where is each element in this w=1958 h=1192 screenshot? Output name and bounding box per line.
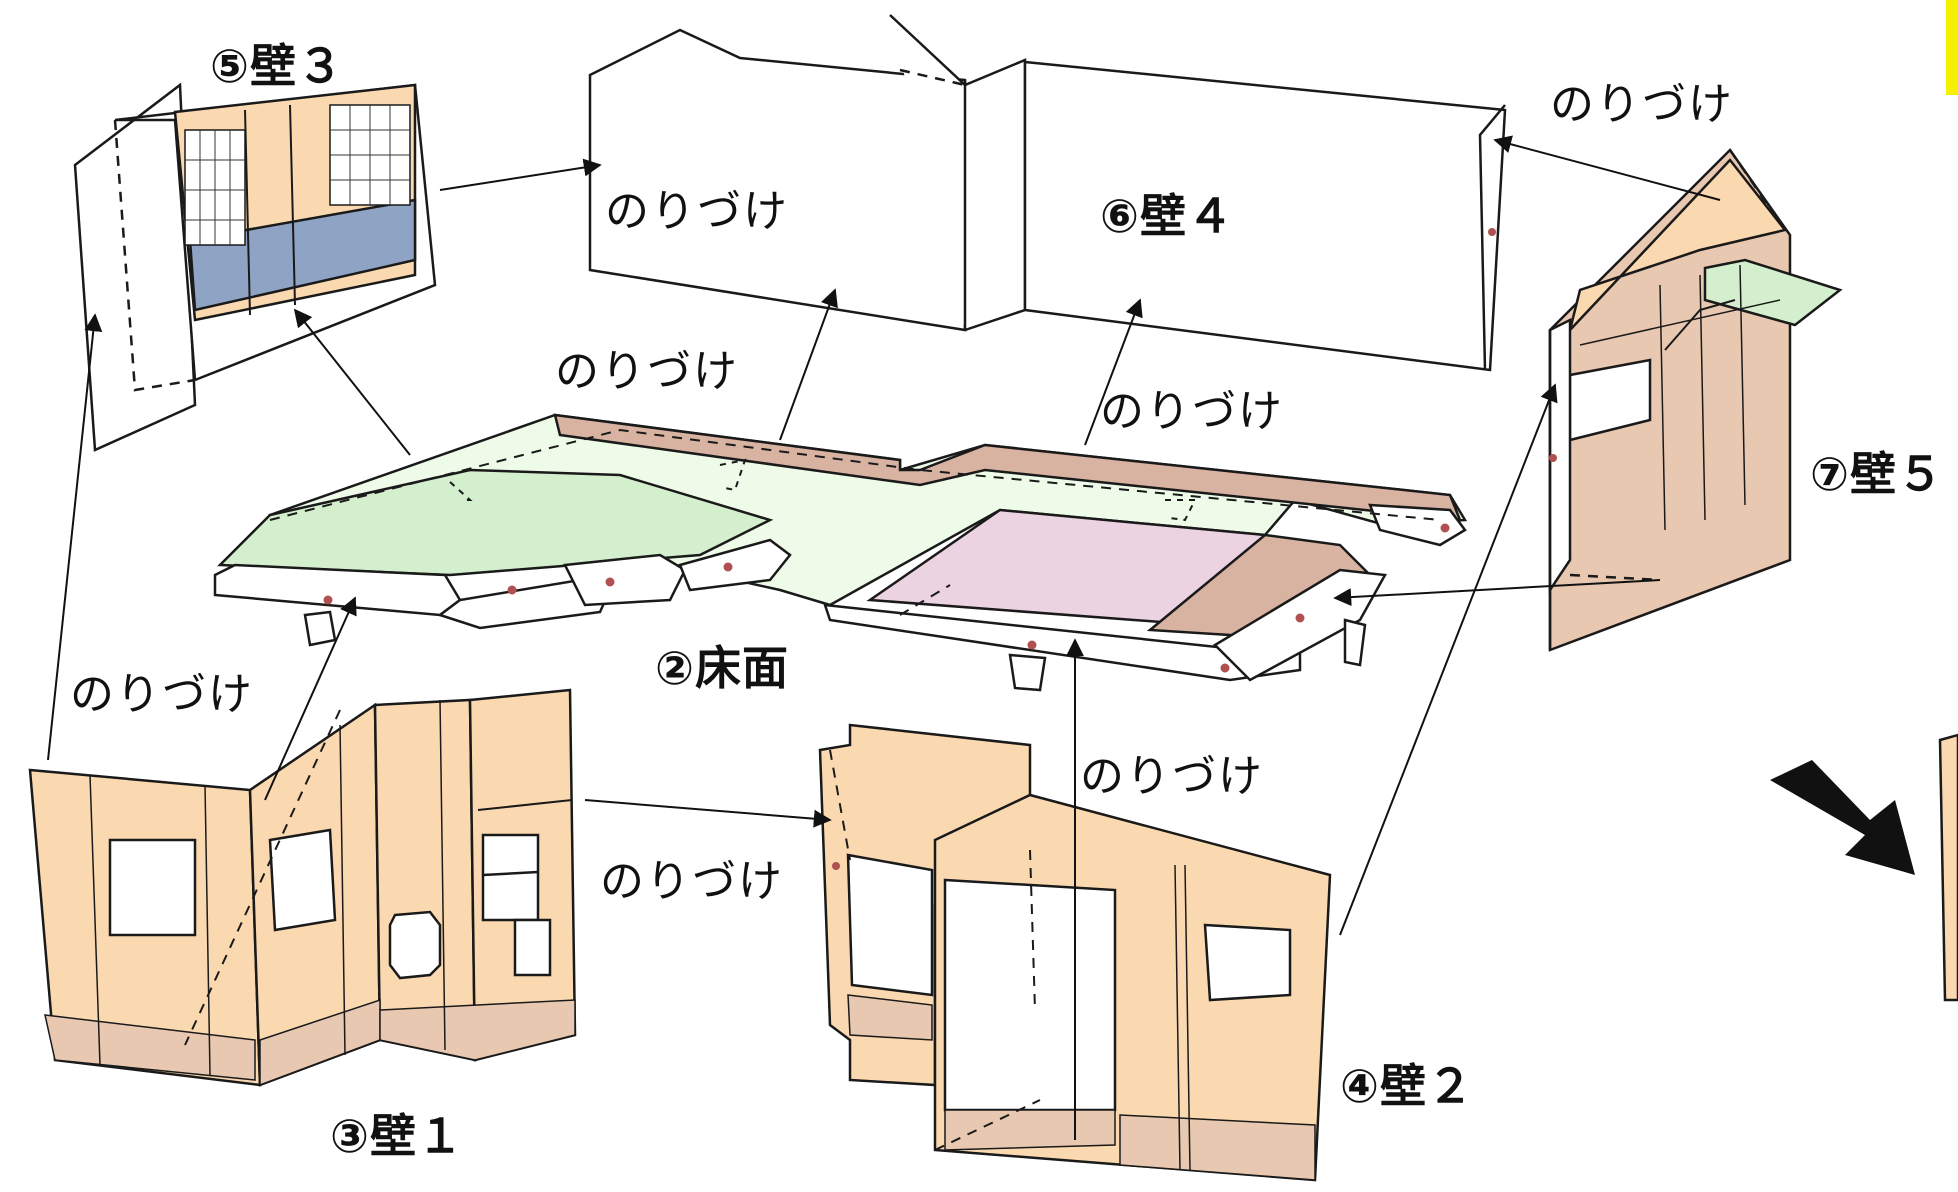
glue-label: のりづけ — [1550, 79, 1734, 130]
glue-dot-icon — [832, 862, 840, 870]
wall2-label: ④壁２ — [1340, 1059, 1474, 1113]
next-piece-edge — [1938, 733, 1958, 1002]
assembly-arrows — [47, 135, 1721, 1140]
black-arrow-icon — [1770, 760, 1915, 875]
yellow-edge-strip — [1946, 0, 1958, 95]
glue-label: のりづけ — [70, 669, 254, 720]
glue-label: のりづけ — [600, 856, 784, 907]
wall5-piece — [1548, 148, 1843, 652]
glue-label: のりづけ — [605, 186, 789, 237]
wall3-piece — [73, 82, 437, 452]
wall4-label: ⑥壁４ — [1100, 189, 1234, 243]
wall1-label: ③壁１ — [330, 1109, 464, 1163]
wall1-piece — [28, 688, 577, 1087]
wall2-piece — [818, 723, 1332, 1182]
glue-dot-icon — [323, 523, 1450, 673]
wall4-piece — [588, 14, 1507, 372]
glue-dot-icon — [1488, 228, 1496, 236]
wall5-label: ⑦壁５ — [1810, 447, 1944, 501]
floor-label: ②床面 — [655, 641, 789, 695]
wall3-label: ⑤壁３ — [210, 39, 344, 93]
glue-dot-icon — [1549, 454, 1557, 462]
glue-label: のりづけ — [1100, 386, 1284, 437]
glue-label: のりづけ — [1080, 751, 1264, 802]
floor-piece — [213, 413, 1468, 692]
glue-label: のりづけ — [555, 346, 739, 397]
